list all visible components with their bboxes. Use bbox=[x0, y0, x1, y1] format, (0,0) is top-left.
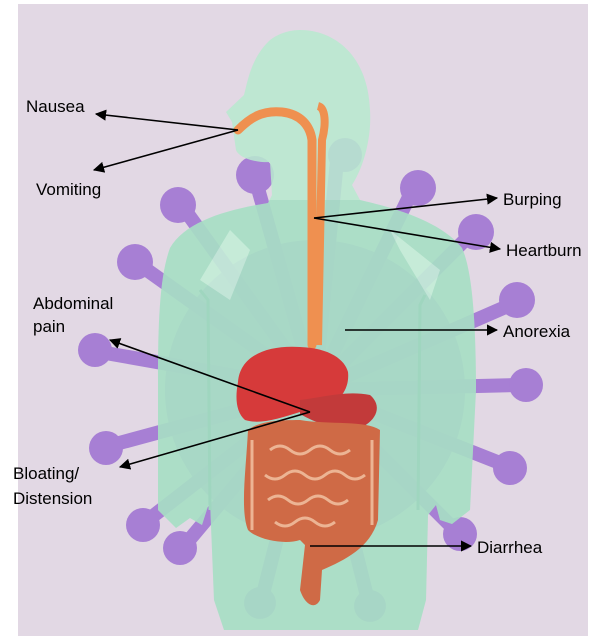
label-burping: Burping bbox=[503, 189, 562, 210]
label-diarrhea: Diarrhea bbox=[477, 537, 542, 558]
label-anorexia: Anorexia bbox=[503, 321, 570, 342]
label-nausea: Nausea bbox=[26, 96, 85, 117]
label-bloating-line1: Bloating/ bbox=[13, 463, 79, 484]
label-abdominal-line2: pain bbox=[33, 316, 65, 337]
label-vomiting: Vomiting bbox=[36, 179, 101, 200]
label-heartburn: Heartburn bbox=[506, 240, 582, 261]
label-abdominal-line1: Abdominal bbox=[33, 293, 113, 314]
label-bloating-line2: Distension bbox=[13, 488, 92, 509]
